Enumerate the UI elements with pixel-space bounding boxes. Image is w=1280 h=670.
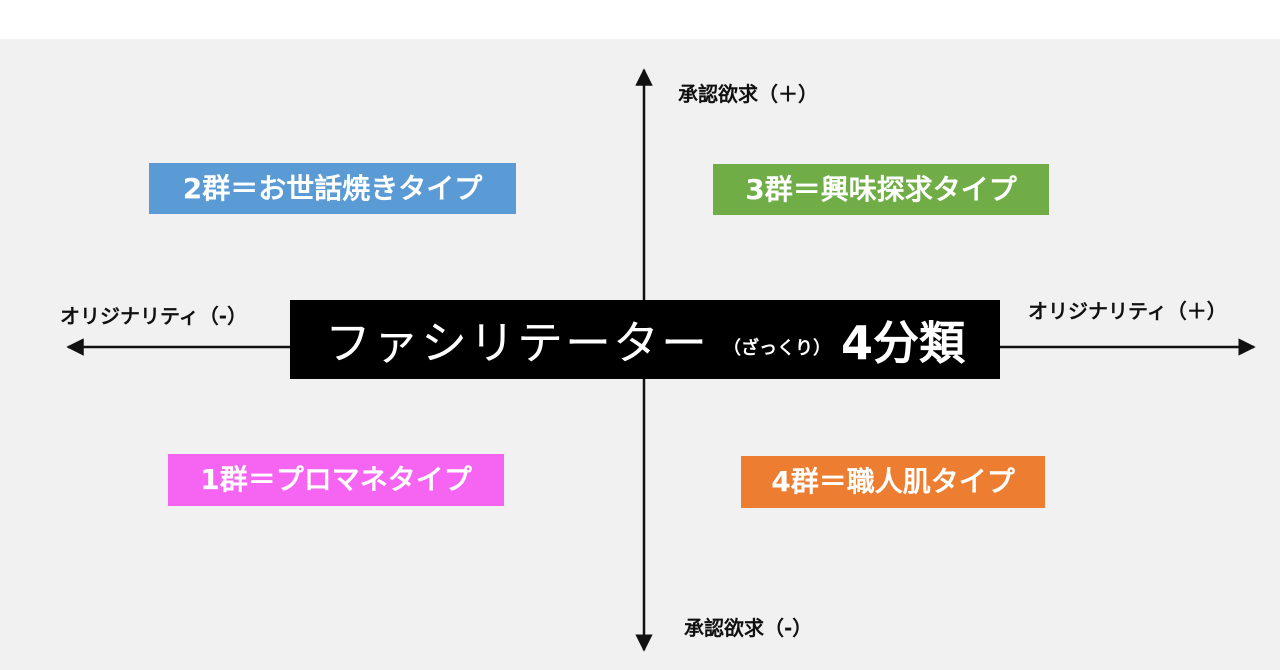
axis-label-top: 承認欲求（＋）	[678, 82, 818, 106]
quadrant-label-top-left: 2群＝お世話焼きタイプ	[182, 171, 483, 205]
quadrant-box-bottom-right: 4群＝職人肌タイプ	[741, 456, 1045, 508]
quadrant-label-bottom-left: 1群＝プロマネタイプ	[200, 463, 472, 496]
title-suffix: 4分類	[840, 315, 965, 370]
title-sub: （ざっくり）	[722, 337, 831, 359]
quadrant-box-top-left: 2群＝お世話焼きタイプ	[149, 163, 516, 214]
title-box: ファシリテーター （ざっくり） 4分類	[290, 300, 1000, 379]
quadrant-label-top-right: 3群＝興味探求タイプ	[745, 172, 1017, 206]
quadrant-box-bottom-left: 1群＝プロマネタイプ	[168, 454, 504, 506]
quadrant-box-top-right: 3群＝興味探求タイプ	[713, 164, 1049, 215]
axis-label-right: オリジナリティ（＋）	[1028, 299, 1227, 323]
axis-label-left: オリジナリティ（-）	[60, 304, 248, 328]
axis-label-bottom: 承認欲求（-）	[684, 616, 813, 640]
quadrant-label-bottom-right: 4群＝職人肌タイプ	[771, 465, 1015, 498]
title-main: ファシリテーター	[324, 315, 709, 370]
